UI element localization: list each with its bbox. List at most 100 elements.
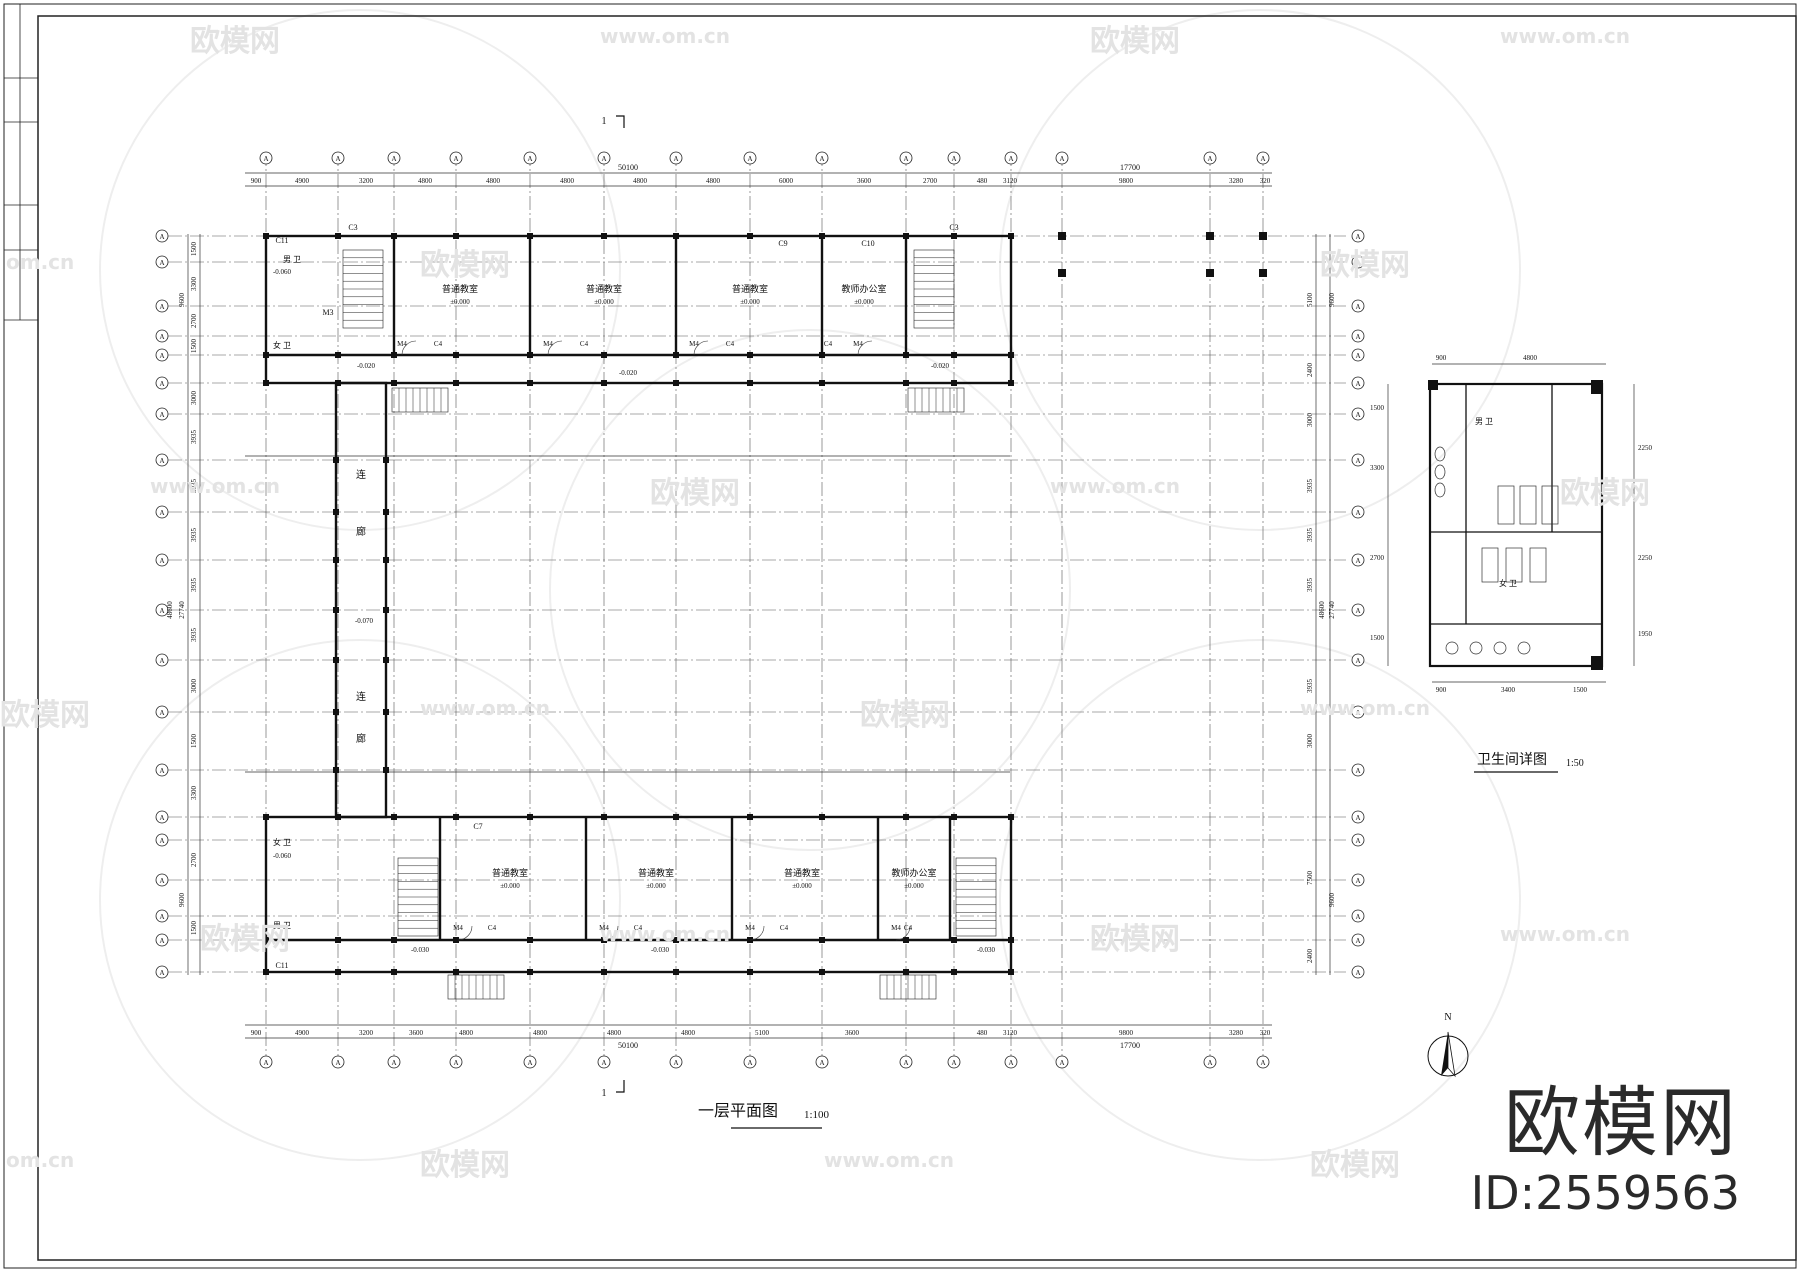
dim-right-8: 7500	[1306, 871, 1314, 886]
room-n1: 普通教室	[442, 283, 478, 294]
bubble-left-10: A	[155, 603, 169, 617]
dim-left-13: 2700	[190, 853, 198, 868]
bubble-top-10-letter: A	[951, 155, 956, 163]
door-arc-n-0	[401, 340, 417, 356]
bubble-right-5: A	[1351, 376, 1365, 390]
bubble-right-11: A	[1351, 653, 1365, 667]
bubble-left-2: A	[155, 299, 169, 313]
detail-room-2: 女 卫	[1499, 578, 1517, 588]
detail-dim-right-3: 1950	[1638, 630, 1653, 638]
bubble-top-7-letter: A	[747, 155, 752, 163]
bubble-right-4-circle	[1351, 348, 1365, 362]
column-s-0-1	[335, 814, 341, 820]
bubble-top-13-circle	[1203, 151, 1217, 165]
bubble-right-13-letter: A	[1355, 767, 1360, 775]
corridor-level: -0.070	[355, 617, 374, 625]
watermark-brand-9: 欧模网	[200, 922, 290, 957]
corridor-label-2: 廊	[356, 525, 366, 538]
bubble-top-11-letter: A	[1008, 155, 1013, 163]
column-n-2-4	[527, 380, 533, 386]
room-n3: 普通教室	[732, 283, 768, 294]
bubble-right-7: A	[1351, 453, 1365, 467]
dim-right-2: 3000	[1306, 413, 1314, 428]
column-n-0-3	[453, 233, 459, 239]
bubble-top-14-circle	[1256, 151, 1270, 165]
column-n-0-0	[263, 233, 269, 239]
column-c-r-3	[383, 607, 389, 613]
detail-dim-bottom-3: 1500	[1573, 686, 1588, 694]
bubble-bottom-7-letter: A	[747, 1059, 752, 1067]
bubble-bottom-0-letter: A	[263, 1059, 268, 1067]
level-n4: ±0.000	[854, 298, 874, 306]
label-c10: C10	[861, 239, 874, 248]
column-s-1-4	[527, 937, 533, 943]
bubble-left-6-circle	[155, 407, 169, 421]
watermark-brand-4: 欧模网	[1320, 248, 1410, 283]
bubble-right-6-letter: A	[1355, 411, 1360, 419]
bubble-bottom-7-circle	[743, 1055, 757, 1069]
room-s1: 普通教室	[492, 867, 528, 878]
bubble-top-6-letter: A	[673, 155, 678, 163]
dim-top-6: 4800	[633, 177, 648, 185]
column-s-0-0	[263, 814, 269, 820]
dim-left-total-2: 27740	[178, 601, 186, 619]
bubble-right-18-letter: A	[1355, 937, 1360, 945]
column-s-0-11	[1008, 814, 1014, 820]
dim-top-9: 3600	[857, 177, 872, 185]
level-corridor-n: -0.020	[357, 362, 376, 370]
stall-f-0	[1481, 547, 1499, 583]
room-s4: 教师办公室	[891, 867, 936, 878]
watermark-brand-1: 欧模网	[190, 24, 280, 59]
bubble-top-2-circle	[387, 151, 401, 165]
bubble-right-11-letter: A	[1355, 657, 1360, 665]
column-c-r-6	[383, 767, 389, 773]
dim-right-0: 5100	[1306, 293, 1314, 308]
bubble-left-12-letter: A	[159, 709, 164, 717]
bubble-left-9-letter: A	[159, 557, 164, 565]
dim-left-0: 1500	[190, 242, 198, 257]
column-s-0-4	[527, 814, 533, 820]
column-n-0-7	[747, 233, 753, 239]
column-n-2-8	[819, 380, 825, 386]
bubble-bottom-13-circle	[1203, 1055, 1217, 1069]
column-s-2-7	[747, 969, 753, 975]
watermark-url-5: www.om.cn	[1050, 474, 1181, 498]
bubble-left-11: A	[155, 653, 169, 667]
column-c-l-2	[333, 557, 339, 563]
bubble-bottom-9: A	[899, 1055, 913, 1069]
bubble-right-5-circle	[1351, 376, 1365, 390]
column-c-l-6	[333, 767, 339, 773]
column-s-2-10	[951, 969, 957, 975]
bubble-right-14: A	[1351, 810, 1365, 824]
bubble-bottom-0-circle	[259, 1055, 273, 1069]
watermark-url-10: om.cn	[6, 1148, 75, 1172]
column-n-2-3	[453, 380, 459, 386]
column-s-0-7	[747, 814, 753, 820]
bubble-right-4-letter: A	[1355, 352, 1360, 360]
dim-bottom-3: 3600	[409, 1029, 424, 1037]
watermark-brand-10: 欧模网	[1090, 922, 1180, 957]
bubble-left-0: A	[155, 229, 169, 243]
bubble-top-2-letter: A	[391, 155, 396, 163]
bubble-left-9: A	[155, 553, 169, 567]
bubble-bottom-12: A	[1055, 1055, 1069, 1069]
dim-top-14: 3280	[1229, 177, 1244, 185]
detail-dim-left-2: 3300	[1370, 464, 1385, 472]
bubble-bottom-10: A	[947, 1055, 961, 1069]
column-n-0-9	[903, 233, 909, 239]
dim-top-11: 480	[977, 177, 988, 185]
stall-0	[1497, 485, 1515, 525]
toilet-level-n: -0.060	[273, 268, 292, 276]
bubble-top-14-letter: A	[1260, 155, 1265, 163]
bubble-bottom-8-letter: A	[819, 1059, 824, 1067]
dim-left-1: 3300	[190, 277, 198, 292]
bubble-left-4-circle	[155, 348, 169, 362]
dim-bottom-total: 50100	[618, 1041, 638, 1050]
label-c4-s4: C4	[904, 924, 913, 932]
label-c4-4: C4	[824, 340, 833, 348]
watermark-arcs	[99, 9, 1521, 1161]
bubble-top-5: A	[597, 151, 611, 165]
section-cut-marks	[616, 115, 822, 1129]
bubble-right-1: A	[1351, 255, 1365, 269]
column-s-0-5	[601, 814, 607, 820]
